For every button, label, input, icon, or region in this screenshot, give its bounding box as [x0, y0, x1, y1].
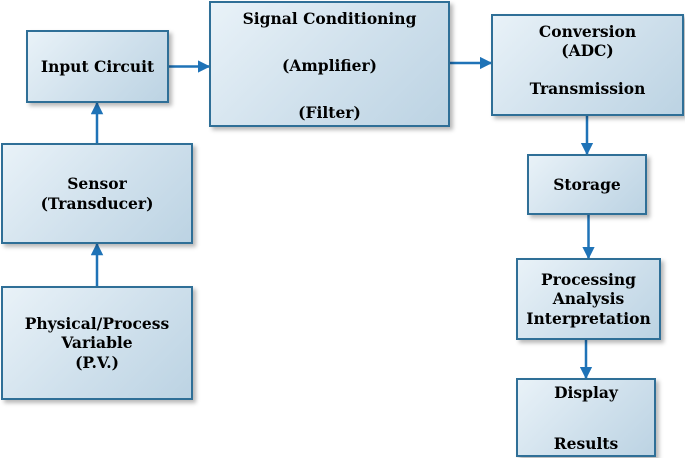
display-label: Display: [554, 383, 618, 402]
storage-label: Storage: [553, 174, 621, 194]
physical-process-title: Physical/Process: [24, 313, 170, 333]
signal-conditioning-title: Signal Conditioning: [242, 9, 417, 28]
interpretation-label: Interpretation: [526, 308, 651, 328]
processing-label: Processing: [541, 269, 636, 289]
sensor-title: Sensor: [67, 174, 127, 194]
analysis-label: Analysis: [552, 289, 625, 309]
input-circuit-label: Input Circuit: [40, 56, 155, 76]
variable-label: Variable: [61, 333, 133, 353]
results-label: Results: [553, 433, 619, 453]
conversion-box: Conversion (ADC) Transmission: [491, 14, 684, 116]
signal-conditioning-box: Signal Conditioning (Amplifier) (Filter): [209, 1, 450, 127]
processing-box: Processing Analysis Interpretation: [516, 258, 661, 340]
storage-box: Storage: [527, 154, 647, 215]
amplifier-label: (Amplifier): [281, 55, 377, 75]
display-box: Display Results: [516, 378, 656, 457]
sensor-box: Sensor (Transducer): [1, 143, 193, 244]
transmission-label: Transmission: [529, 78, 646, 98]
pv-label: (P.V.): [75, 352, 119, 372]
adc-label: (ADC): [561, 41, 614, 61]
filter-label: (Filter): [298, 102, 361, 122]
physical-process-variable-box: Physical/Process Variable (P.V.): [1, 286, 193, 400]
input-circuit-box: Input Circuit: [26, 30, 169, 103]
conversion-title: Conversion: [538, 22, 637, 41]
transducer-label: (Transducer): [40, 193, 154, 213]
